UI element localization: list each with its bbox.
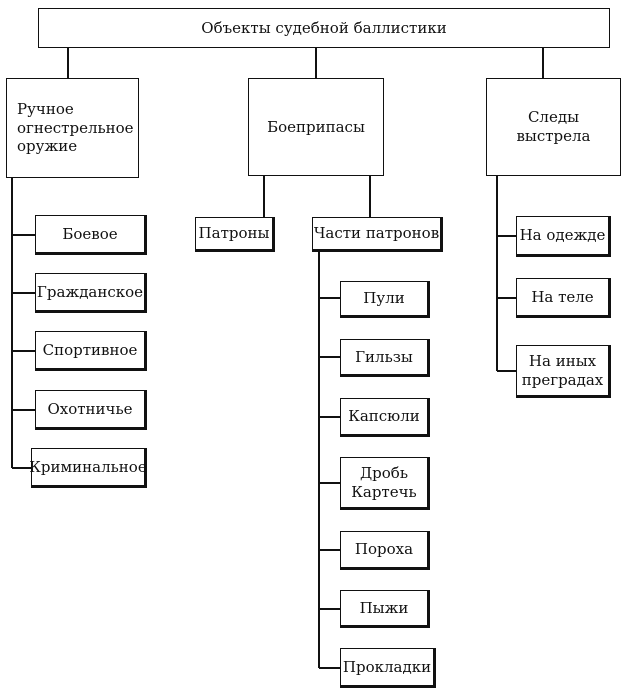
trace-clothing: На одежде bbox=[516, 216, 611, 257]
category-ammunition: Боеприпасы bbox=[248, 78, 384, 176]
category-traces: Следы выстрела bbox=[486, 78, 621, 176]
ammo-cartridge-parts: Части патронов bbox=[312, 217, 443, 252]
ammo-cartridges: Патроны bbox=[195, 217, 275, 252]
part-liners: Прокладки bbox=[340, 648, 436, 688]
part-shot: Дробь Картечь bbox=[340, 457, 430, 510]
weapon-combat: Боевое bbox=[35, 215, 147, 255]
weapon-civil: Гражданское bbox=[35, 273, 147, 313]
category-ammunition-label: Боеприпасы bbox=[267, 117, 365, 136]
weapon-sport: Спортивное bbox=[35, 331, 147, 371]
root-node: Объекты судебной баллистики bbox=[38, 8, 610, 48]
category-weapons-label: Ручное огнестрельное оружие bbox=[17, 99, 134, 156]
part-powders: Пороха bbox=[340, 531, 430, 570]
category-weapons: Ручное огнестрельное оружие bbox=[6, 78, 139, 178]
part-bullets: Пули bbox=[340, 281, 430, 318]
part-primers: Капсюли bbox=[340, 398, 430, 437]
root-label: Объекты судебной баллистики bbox=[201, 18, 447, 37]
weapon-hunting: Охотничье bbox=[35, 390, 147, 430]
trace-other-barriers: На иных преградах bbox=[516, 345, 611, 398]
part-wads: Пыжи bbox=[340, 590, 430, 628]
weapon-criminal: Криминальное bbox=[29, 448, 147, 488]
category-traces-label: Следы выстрела bbox=[516, 108, 591, 145]
part-casings: Гильзы bbox=[340, 339, 430, 377]
trace-body: На теле bbox=[516, 278, 611, 318]
